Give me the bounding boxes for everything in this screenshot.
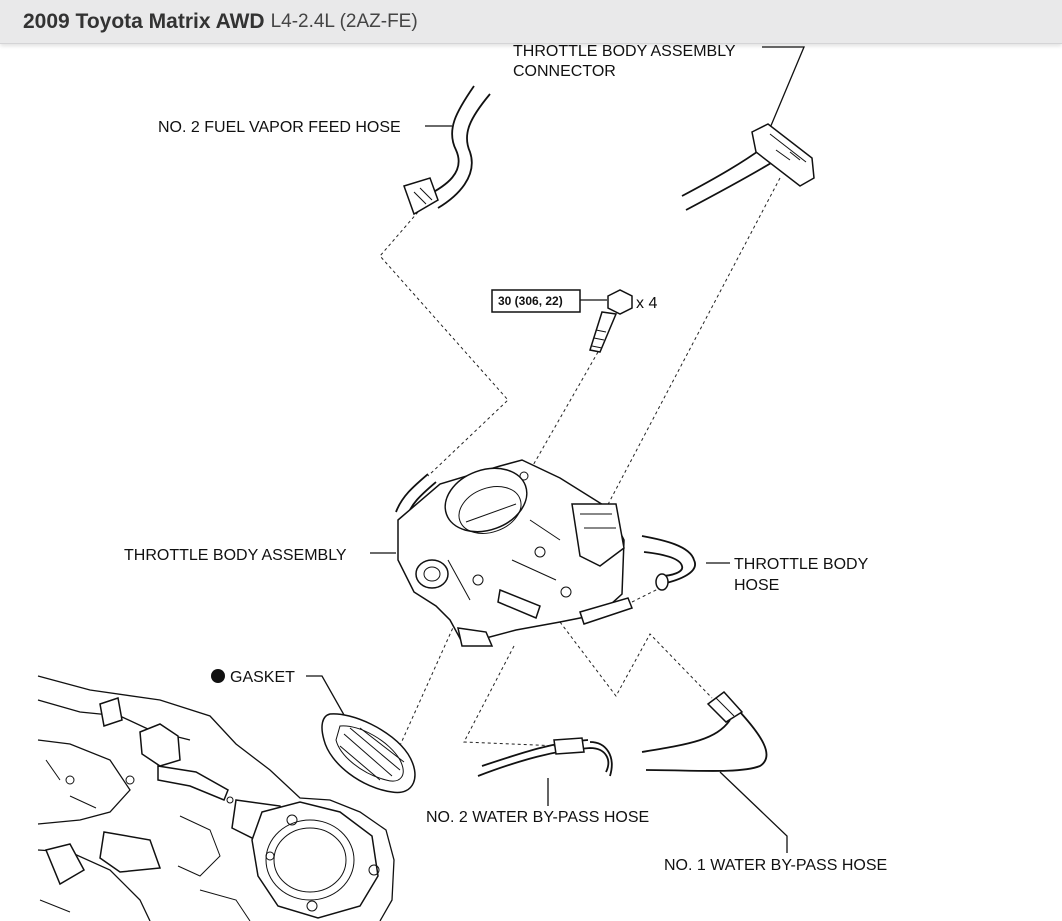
- leader-tb-connector: [762, 46, 805, 129]
- water-bypass-1-part: [641, 690, 768, 772]
- tb-connector-label-line1: THROTTLE BODY ASSEMBLY: [513, 43, 736, 60]
- bolt-qty-label: x 4: [636, 295, 657, 312]
- tb-hose-label-line2: HOSE: [734, 577, 779, 594]
- dash-fuel-vapor: [379, 211, 509, 477]
- dash-connector: [603, 177, 781, 513]
- leader-bypass-1: [719, 771, 788, 853]
- dash-bolt: [519, 351, 599, 489]
- connector-part: [681, 123, 815, 211]
- intake-manifold-part: [37, 675, 395, 921]
- water-bypass-2-part: [477, 737, 613, 777]
- throttle-body-assembly-label: THROTTLE BODY ASSEMBLY: [124, 547, 347, 564]
- page-header: 2009 Toyota Matrix AWD L4-2.4L (2AZ-FE): [0, 0, 1062, 44]
- throttle-body-hose-part: [641, 535, 696, 591]
- fuel-vapor-hose-part: [403, 85, 491, 216]
- gasket-part: [321, 713, 416, 794]
- dash-bypass-2: [463, 645, 559, 747]
- water-bypass-1-label: NO. 1 WATER BY-PASS HOSE: [664, 857, 887, 874]
- water-bypass-2-label: NO. 2 WATER BY-PASS HOSE: [426, 809, 649, 826]
- throttle-body-part: [395, 459, 633, 647]
- leader-gasket: [306, 675, 349, 723]
- vehicle-title: 2009 Toyota Matrix AWD: [23, 9, 265, 33]
- fuel-vapor-hose-label: NO. 2 FUEL VAPOR FEED HOSE: [158, 119, 401, 136]
- gasket-bullet-icon: [211, 669, 225, 683]
- dash-bypass-1: [559, 621, 713, 699]
- gasket-label: GASKET: [230, 669, 295, 686]
- engine-title: L4-2.4L (2AZ-FE): [270, 10, 418, 32]
- tb-connector-label-line2: CONNECTOR: [513, 63, 616, 80]
- bolt-part: 30 (306, 22) x 4: [491, 289, 657, 353]
- tb-hose-label-line1: THROTTLE BODY: [734, 556, 869, 573]
- torque-spec-label: 30 (306, 22): [498, 294, 563, 308]
